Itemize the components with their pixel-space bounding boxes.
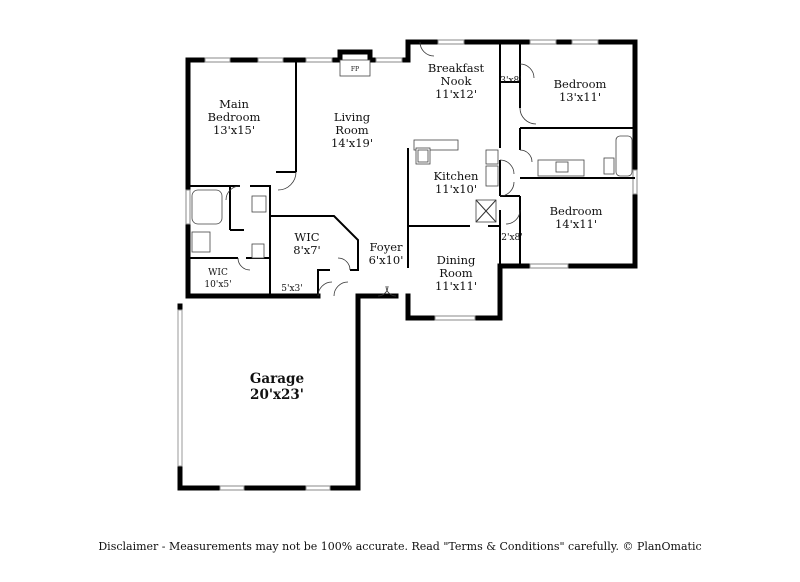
wic-small-dims: 10'x5' [204, 280, 231, 290]
windows [177, 39, 638, 491]
wic-main-name: WIC [294, 230, 319, 244]
garage-name: Garage [250, 371, 304, 387]
doors [225, 41, 537, 297]
room-labels: Main Bedroom 13'x15' Living Room 14'x19'… [204, 61, 606, 403]
bedroom-2-name: Bedroom [550, 204, 603, 218]
bath-fixtures [191, 135, 633, 259]
garage-dims: 20'x23' [250, 387, 304, 403]
living-room-dims: 14'x19' [331, 136, 373, 150]
closet-2-dims: 2'x8' [501, 233, 522, 243]
dining-room-name-2: Room [439, 266, 473, 280]
living-room-name-1: Living [334, 110, 371, 124]
bedroom-1-name: Bedroom [554, 77, 607, 91]
dining-room-dims: 11'x11' [435, 279, 477, 293]
breakfast-nook-name-2: Nook [441, 74, 473, 88]
main-bedroom-dims: 13'x15' [213, 123, 255, 137]
breakfast-nook-name-1: Breakfast [428, 61, 485, 75]
kitchen-fixtures [413, 139, 499, 223]
main-bedroom-name-2: Bedroom [208, 110, 261, 124]
kitchen-dims: 11'x10' [435, 182, 477, 196]
living-room-name-2: Room [335, 123, 369, 137]
fireplace: FP [339, 59, 371, 77]
wic-main-dims: 8'x7' [293, 243, 320, 257]
main-bedroom-name-1: Main [219, 97, 249, 111]
disclaimer-text: Disclaimer - Measurements may not be 100… [98, 540, 702, 553]
foyer-name: Foyer [369, 240, 403, 254]
floor-plan: FP Main Bedroom 13'x15' Living Room 14'x… [177, 39, 638, 491]
kitchen-name: Kitchen [434, 169, 480, 183]
bedroom-2-dims: 14'x11' [555, 217, 597, 231]
dining-room-name-1: Dining [437, 253, 476, 267]
breakfast-nook-dims: 11'x12' [435, 87, 477, 101]
foyer-dims: 6'x10' [369, 253, 404, 267]
closet-3-dims: 5'x3' [281, 284, 302, 294]
wic-small-name: WIC [208, 268, 228, 278]
bedroom-1-dims: 13'x11' [559, 90, 601, 104]
fireplace-label: FP [351, 66, 359, 73]
interior-walls [188, 42, 635, 296]
closet-1-dims: 3'x8' [500, 76, 521, 86]
